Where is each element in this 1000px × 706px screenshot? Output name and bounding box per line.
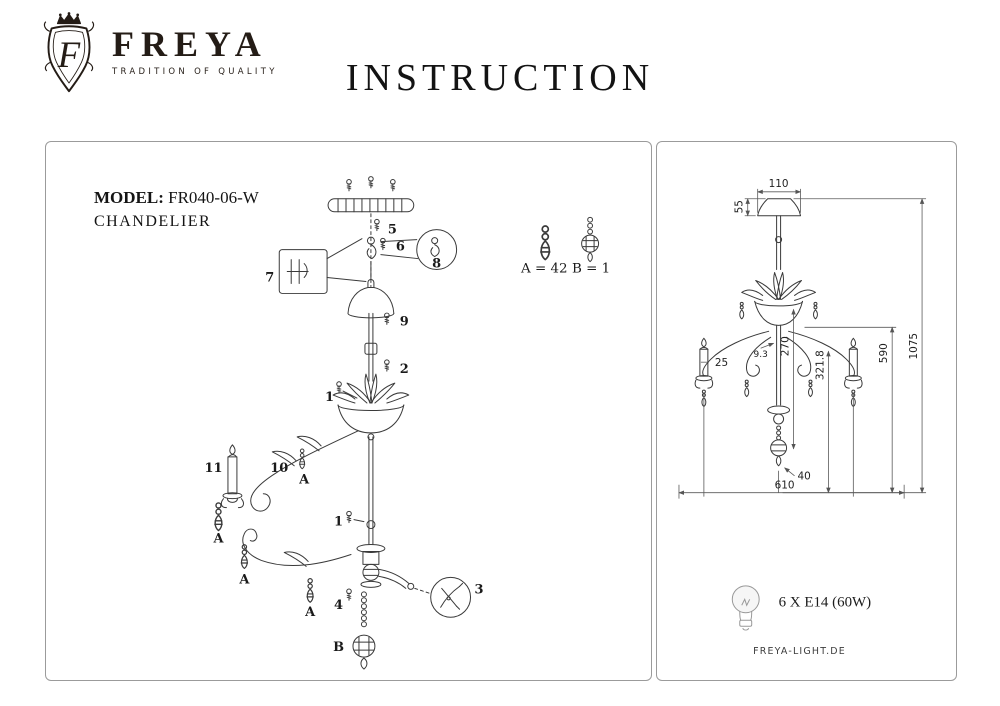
part-label-1b: 1 [334,515,343,530]
crest-letter: F [57,34,81,75]
dim-candle-width: 25 [715,357,728,369]
parts-count: A = 42 B = 1 [520,216,610,277]
hook-detail-callout-icon [380,229,458,271]
crystal-b-icon [581,216,600,263]
central-hub [356,544,415,590]
crystal-pendant-icon [214,502,223,532]
part6-screw-icon [380,237,386,251]
dim-overall-width: 610 [775,480,795,492]
part4-screw-icon [346,588,352,601]
freya-logo: F FREYA TRADITION OF QUALITY [38,12,278,97]
part-label-a3: A [238,572,250,587]
product-type: CHANDELIER [94,213,212,230]
dim-total-height: 1075 [908,333,920,360]
count-b: B = 1 [572,262,610,277]
dim-column-height: 270 [780,336,792,356]
upper-stem [364,312,378,382]
crystal-pendant-icon [240,544,249,570]
assembly-panel: MODEL: FR040-06-W CHANDELIER [45,141,652,681]
pliers-callout-icon [430,576,472,618]
dim-body-height: 590 [878,343,890,363]
dim-canopy-height: 55 [734,200,746,213]
crystal-a-icon [540,225,551,261]
crystal-pendant-icon [808,379,813,398]
chandelier-arm-lower [242,528,352,567]
dimension-drawing: 110 55 1075 590 321.8 270 9.3 25 610 40 … [678,178,927,657]
center-bowl [337,404,405,441]
part-label-9: 9 [400,314,409,329]
bulb-spec: 6 X E14 (60W) [779,594,872,610]
freya-crest-icon: F [43,12,95,93]
candle [220,444,245,509]
part-label-1: 1 [325,390,334,405]
suspension-hook [366,236,377,280]
brand-tagline: TRADITION OF QUALITY [112,67,278,77]
page-title: INSTRUCTION [345,57,655,99]
pliers-leader [414,587,431,594]
model-label: MODEL: [94,188,164,207]
part1b-screw-icon [346,510,352,524]
part5-screw-icon [374,218,380,232]
crystal-pendant-icon [744,379,750,398]
model-block: MODEL: FR040-06-W CHANDELIER [94,188,259,231]
part-label-5: 5 [388,223,397,238]
part-label-8: 8 [432,257,441,272]
part-label-4: 4 [334,598,343,613]
logo-text: FREYA TRADITION OF QUALITY [112,12,278,77]
part-label-3: 3 [475,582,484,597]
part1-leader [342,390,358,399]
bottom-chain-finial [352,591,376,670]
dim-stem-width: 9.3 [754,350,768,360]
part-label-2: 2 [400,362,409,377]
part-label-a1: A [298,473,310,488]
leaf-crown [332,373,410,404]
dim-pendant: 40 [798,471,811,483]
chandelier-arm-upper [250,430,359,512]
part-label-11: 11 [204,461,222,476]
mounting-bracket-callout [278,238,367,294]
bulb-icon [731,585,760,631]
website: FREYA-LIGHT.DE [753,646,846,657]
exploded-assembly-diagram: 5 6 8 7 [204,176,610,670]
part-label-a2: A [212,532,224,547]
crystal-pendant-icon [813,301,818,320]
count-a: A = 42 [520,262,568,277]
dim-canopy-width: 110 [769,178,789,190]
dimensions-panel: 110 55 1075 590 321.8 270 9.3 25 610 40 … [656,141,957,681]
dim-arm-height: 321.8 [814,350,826,380]
model-value: FR040-06-W [168,188,259,207]
part-label-7: 7 [265,270,274,285]
chandelier-outline [694,198,863,467]
dimension-lines [678,188,927,499]
part-label-a4: A [304,605,316,620]
ceiling-canopy [347,279,395,319]
ceiling-plate [327,176,415,213]
part-label-b: B [333,640,344,655]
part2-screw-icon [384,359,390,372]
part1b-leader [353,519,365,523]
crystal-pendant-icon [306,578,314,603]
part1-screw-icon [336,381,342,394]
lower-column [366,436,376,546]
part9-screw-icon [384,312,390,325]
part-label-10: 10 [270,461,288,476]
dimension-labels: 110 55 1075 590 321.8 270 9.3 25 610 40 [715,178,920,492]
brand-name: FREYA [112,24,268,64]
crystal-pendant-icon [739,301,745,320]
part-label-6: 6 [396,240,405,255]
